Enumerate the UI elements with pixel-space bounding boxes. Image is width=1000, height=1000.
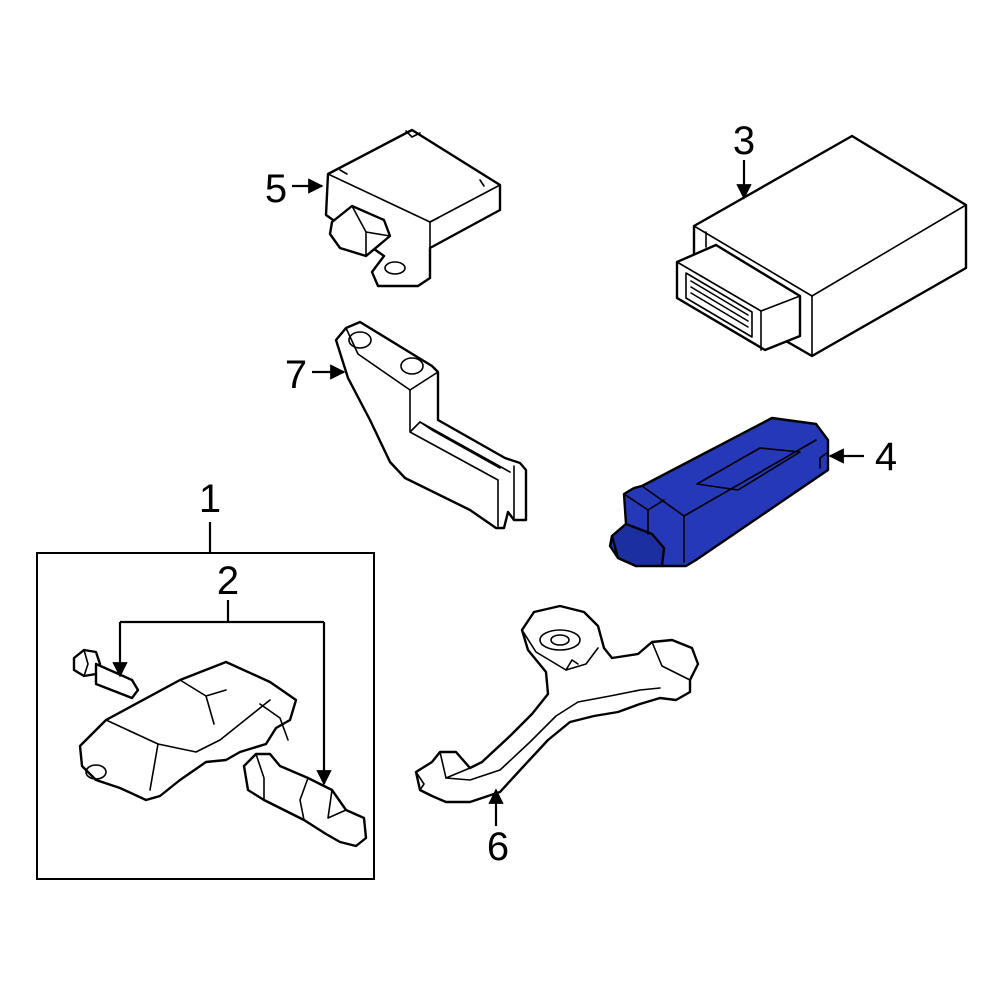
callout-4: 4 xyxy=(875,435,897,479)
callout-6: 6 xyxy=(487,825,509,869)
control-module-part-3[interactable] xyxy=(675,134,968,358)
callout-2: 2 xyxy=(217,559,239,603)
bracket-part-7[interactable] xyxy=(334,320,528,530)
antenna-module-part-4[interactable] xyxy=(608,416,830,568)
callout-3: 3 xyxy=(733,119,755,163)
callout-7: 7 xyxy=(285,353,307,397)
valve-stem-part-2[interactable] xyxy=(242,752,368,848)
bracket-arm-part-6[interactable] xyxy=(414,604,700,804)
sensor-part-5[interactable] xyxy=(324,128,502,288)
sensor-kit-box-part-1 xyxy=(36,552,375,880)
tpms-sensor-body[interactable] xyxy=(78,660,298,802)
callout-5: 5 xyxy=(265,167,287,211)
leader-lines xyxy=(112,160,864,826)
callout-1: 1 xyxy=(199,477,221,521)
valve-screw-part-2[interactable] xyxy=(72,648,140,700)
